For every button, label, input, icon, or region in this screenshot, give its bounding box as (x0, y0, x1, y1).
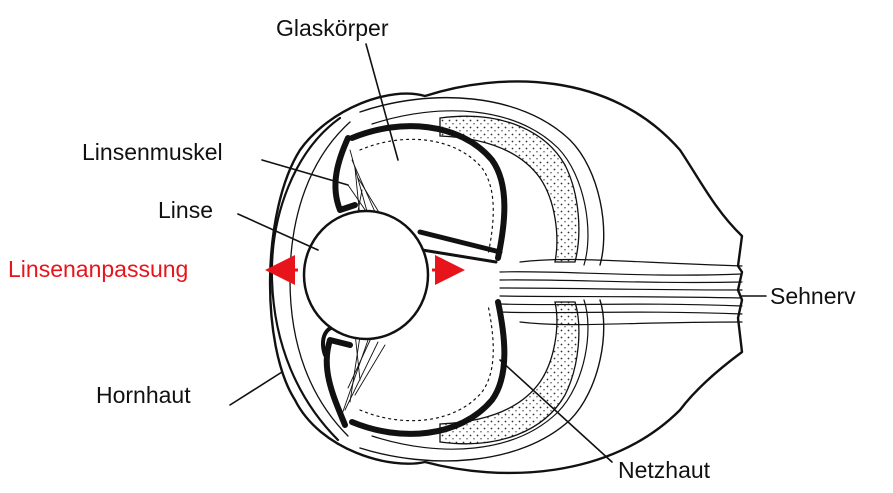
label-retina: Netzhaut (618, 457, 711, 483)
lens (304, 211, 428, 339)
ciliary-upper (335, 138, 355, 210)
label-lens: Linse (158, 197, 213, 223)
lens-band (420, 232, 500, 252)
optic-nerve-fibers (500, 259, 742, 324)
label-accommodation: Linsenanpassung (8, 256, 188, 282)
label-vitreous: Glaskörper (276, 15, 389, 41)
label-cornea: Hornhaut (96, 382, 191, 408)
label-optic-nerve: Sehnerv (770, 283, 856, 309)
leader-vitreous (366, 44, 398, 160)
leader-cornea (230, 372, 282, 405)
label-ciliary-muscle: Linsenmuskel (82, 139, 223, 165)
ciliary-lower (327, 340, 350, 425)
